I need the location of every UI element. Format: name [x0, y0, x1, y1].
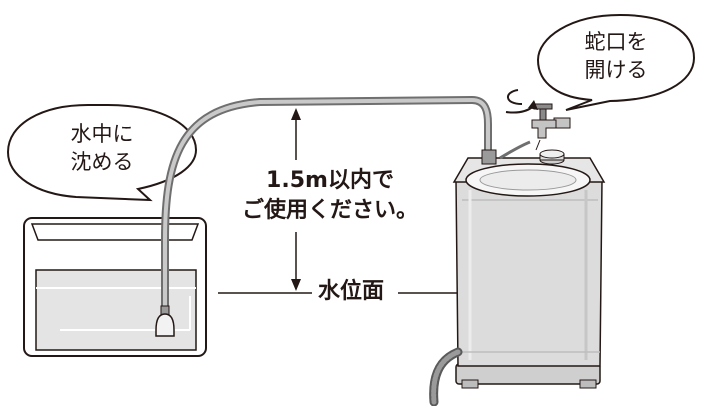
tub-water: [35, 269, 197, 351]
height-note-line2: ご使用ください。: [241, 198, 418, 223]
drain-hose: [429, 347, 463, 407]
faucet: [499, 103, 571, 160]
right-speech-bubble: [536, 13, 696, 111]
water-level-label: 水位面: [314, 281, 389, 303]
right-bubble-line1: 蛇口を: [584, 30, 648, 54]
hose: [161, 96, 492, 322]
bath-tub: [23, 217, 207, 357]
height-dimension-arrow: [291, 108, 301, 291]
right-bubble-text: 蛇口を 開ける: [566, 28, 666, 84]
height-note: 1.5m以内で ご使用ください。: [240, 166, 420, 226]
left-bubble-line1: 水中に: [70, 122, 134, 146]
left-speech-bubble: [6, 104, 198, 202]
height-note-line1: 1.5m以内で: [266, 168, 394, 193]
pump-filter: [155, 305, 175, 337]
left-bubble-text: 水中に 沈める: [52, 120, 152, 176]
rotate-arrow-icon: [505, 89, 538, 114]
left-bubble-line2: 沈める: [70, 150, 134, 174]
right-bubble-line2: 開ける: [584, 58, 648, 82]
washing-machine: [452, 149, 606, 389]
